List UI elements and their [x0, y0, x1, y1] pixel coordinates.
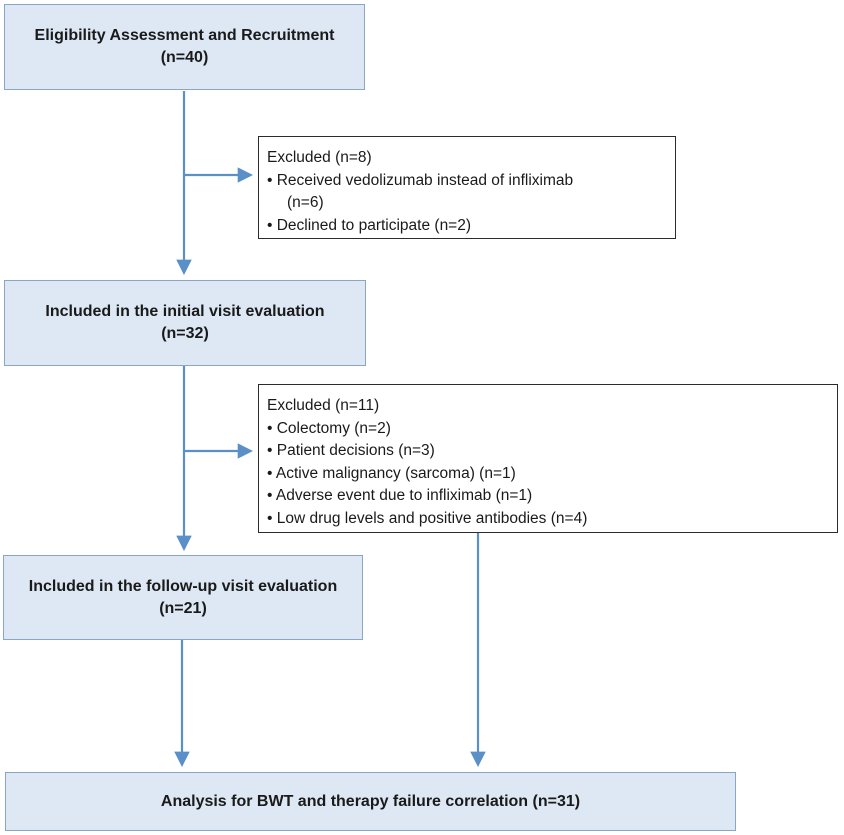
excluded-2-item: • Low drug levels and positive antibodie… — [267, 509, 588, 527]
followup-visit-title: Included in the follow-up visit evaluati… — [28, 577, 338, 595]
excluded-2-item: • Patient decisions (n=3) — [267, 442, 435, 459]
analysis-box: Analysis for BWT and therapy failure cor… — [5, 772, 736, 831]
excluded-2-item: • Colectomy (n=2) — [267, 419, 391, 437]
excluded-box-2: Excluded (n=11) • Colectomy (n=2) • Pati… — [258, 384, 838, 533]
followup-visit-box: Included in the follow-up visit evaluati… — [3, 555, 363, 640]
initial-visit-count: (n=32) — [161, 325, 209, 342]
followup-visit-count: (n=21) — [159, 599, 207, 617]
excluded-1-header: Excluded (n=8) — [267, 149, 372, 166]
excluded-2-item: • Adverse event due to infliximab (n=1) — [267, 487, 533, 504]
eligibility-box: Eligibility Assessment and Recruitment (… — [4, 4, 365, 90]
eligibility-count: (n=40) — [160, 49, 209, 66]
initial-visit-title: Included in the initial visit evaluation — [45, 303, 325, 320]
initial-visit-box: Included in the initial visit evaluation… — [4, 280, 366, 366]
excluded-1-item-cont: (n=6) — [287, 194, 324, 211]
excluded-1-item: • Received vedolizumab instead of inflix… — [267, 171, 574, 189]
analysis-title: Analysis for BWT and therapy failure cor… — [160, 792, 581, 810]
eligibility-title: Eligibility Assessment and Recruitment — [34, 27, 335, 44]
excluded-2-item: • Active malignancy (sarcoma) (n=1) — [267, 464, 516, 482]
excluded-1-item: • Declined to participate (n=2) — [267, 216, 472, 234]
excluded-box-1: Excluded (n=8) • Received vedolizumab in… — [258, 136, 676, 239]
excluded-2-header: Excluded (n=11) — [267, 397, 380, 414]
